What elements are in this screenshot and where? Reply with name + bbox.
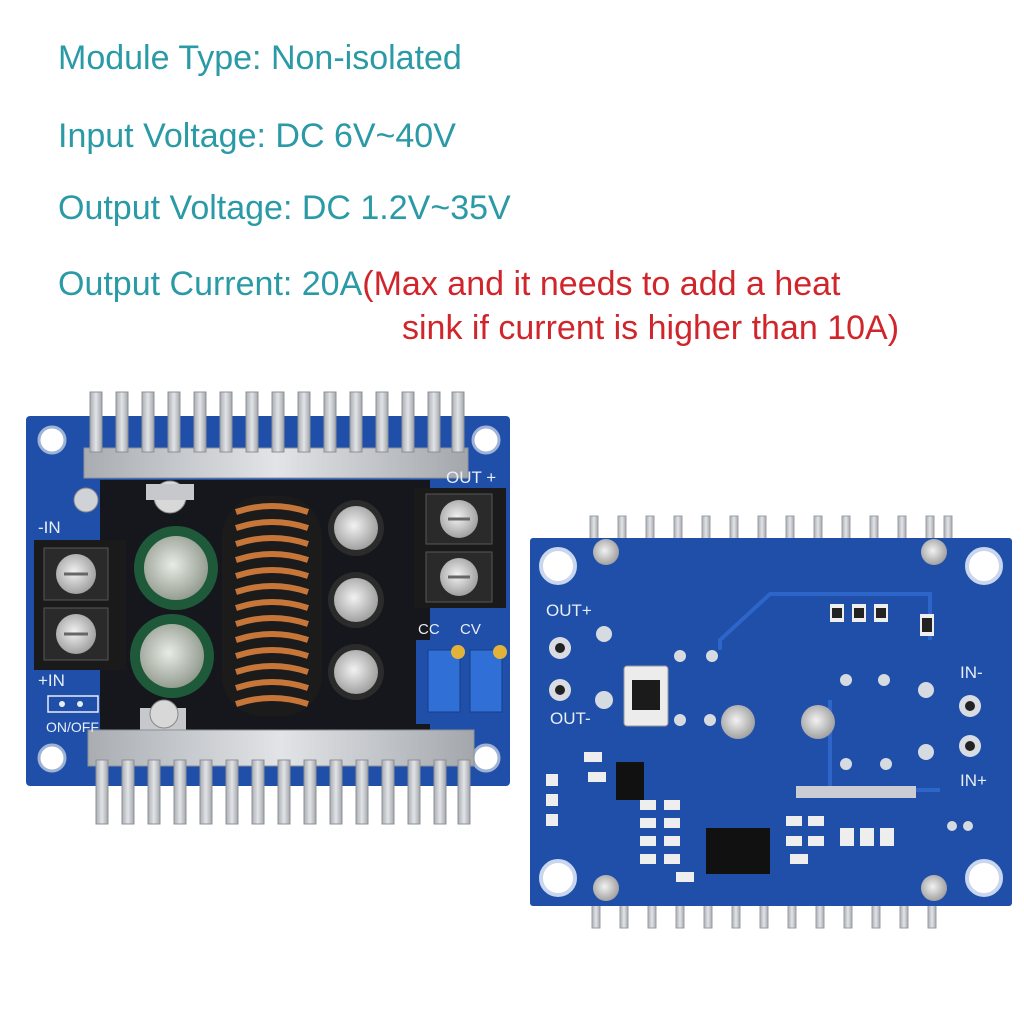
spec-input-voltage: Input Voltage: DC 6V~40V xyxy=(58,117,456,155)
front-potentiometers xyxy=(416,640,508,724)
front-inductor xyxy=(222,496,322,716)
front-big-capacitors xyxy=(130,526,218,698)
spec-output-voltage: Output Voltage: DC 1.2V~35V xyxy=(58,189,511,227)
back-out-minus-label: OUT- xyxy=(550,709,591,728)
back-in-plus-label: IN+ xyxy=(960,771,987,790)
back-board: OUT+ OUT- IN- IN+ xyxy=(530,515,1012,929)
back-screws xyxy=(593,539,947,901)
front-board: OUT + -IN +IN ON/OFF CC CV xyxy=(26,391,510,825)
back-ic-chip xyxy=(706,828,770,874)
back-in-minus-label: IN- xyxy=(960,663,983,682)
front-top-heatsink xyxy=(83,391,469,514)
front-input-terminals xyxy=(34,540,126,670)
front-on-off-label: ON/OFF xyxy=(46,719,99,735)
back-pcb xyxy=(530,538,1012,906)
front-output-terminals xyxy=(414,488,506,608)
back-vias xyxy=(595,626,973,831)
back-metal-strip xyxy=(796,786,916,798)
front-in-plus-label: +IN xyxy=(38,671,65,690)
front-bottom-heatsink xyxy=(87,699,475,825)
spec-module-type: Module Type: Non-isolated xyxy=(58,39,462,77)
back-mounting-holes xyxy=(539,547,1003,897)
spec-output-current-note: (Max and it needs to add a heat xyxy=(362,265,841,303)
front-small-hole xyxy=(73,487,99,513)
front-small-capacitors xyxy=(328,500,384,700)
back-heatsink-fins xyxy=(589,515,953,929)
front-cc-label: CC xyxy=(418,621,440,638)
front-out-label: OUT + xyxy=(446,468,496,487)
spec-output-current: Output Current: 20A(Max and it needs to … xyxy=(58,264,841,304)
back-out-plus-label: OUT+ xyxy=(546,601,592,620)
back-terminal-pads xyxy=(549,637,981,757)
back-smd-components xyxy=(546,604,934,882)
front-cv-label: CV xyxy=(460,621,481,638)
front-in-minus-label: -IN xyxy=(38,518,61,537)
spec-output-current-note-cont: sink if current is higher than 10A) xyxy=(402,309,900,347)
spec-output-current-value: Output Current: 20A xyxy=(58,265,363,303)
